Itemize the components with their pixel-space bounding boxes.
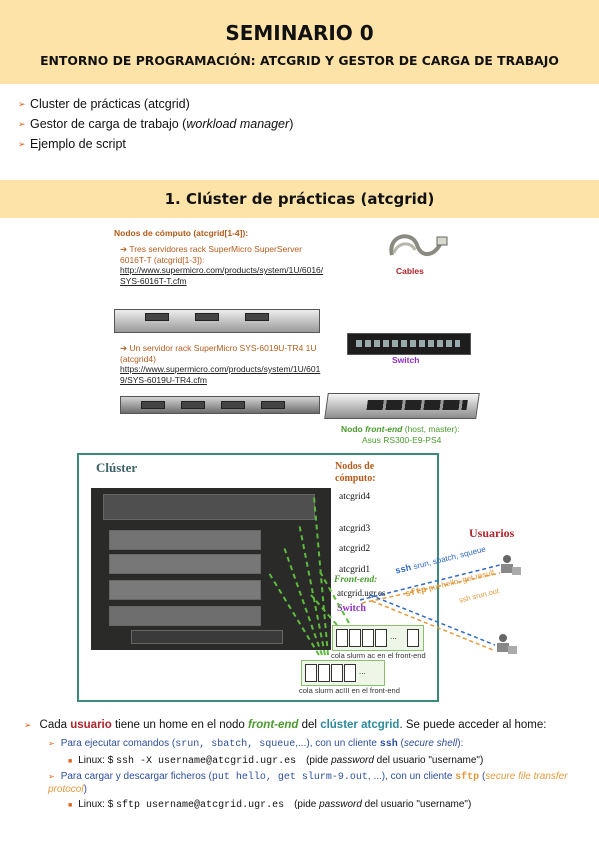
arrow-bullet-icon: ➢ xyxy=(48,772,55,781)
sftp-usage-line: ➢Para cargar y descargar ficheros (put h… xyxy=(48,771,568,795)
server-6016t-image xyxy=(114,309,320,333)
server2-link[interactable]: https://www.supermicro.com/products/syst… xyxy=(120,364,321,385)
rack-photo xyxy=(91,488,331,650)
switch-image xyxy=(347,333,471,355)
arrow-bullet-icon: ➢ xyxy=(48,739,55,748)
agenda-item: ➢ Gestor de carga de trabajo (workload m… xyxy=(18,117,294,131)
node-atcgrid1: atcgrid1 xyxy=(339,565,371,575)
connection-lines xyxy=(360,564,501,651)
arrow-bullet-icon: ➢ xyxy=(18,139,26,149)
header-band xyxy=(0,0,599,84)
queue-ac-cells: ... xyxy=(332,625,424,651)
page-subtitle: ENTORNO DE PROGRAMACIÓN: ATCGRID Y GESTO… xyxy=(40,53,559,68)
section-band xyxy=(0,180,599,218)
ssh-usage-line: ➢Para ejecutar comandos (srun, sbatch, s… xyxy=(48,738,464,750)
section-title: 1. Clúster de prácticas (atcgrid) xyxy=(164,190,435,208)
node-atcgrid3: atcgrid3 xyxy=(339,524,371,534)
diagram-title: Clúster xyxy=(96,460,138,475)
arrow-bullet-icon: ➢ xyxy=(24,720,32,730)
frontend-server-image xyxy=(324,393,480,419)
queue-aciii-cells: ... xyxy=(301,660,385,686)
server1-link[interactable]: http://www.supermicro.com/products/syste… xyxy=(120,265,324,286)
sftp-linux-line: ■Linux: $ sftp username@atcgrid.ugr.es(p… xyxy=(68,799,472,811)
server1-desc: ➔ Tres servidores rack SuperMicro SuperS… xyxy=(120,244,324,286)
server2-desc: ➔ Un servidor rack SuperMicro SYS-6019U-… xyxy=(120,343,325,385)
ssh-linux-line: ■Linux: $ ssh -X username@atcgrid.ugr.es… xyxy=(68,755,484,767)
square-bullet-icon: ■ xyxy=(68,758,73,765)
arrow-bullet-icon: ➢ xyxy=(18,99,26,109)
home-access-line: ➢Cada usuario tiene un home en el nodo f… xyxy=(24,719,547,731)
cables-image xyxy=(389,234,448,256)
queue-aciii-label: cola slurm acIII en el front-end xyxy=(299,686,400,695)
agenda-item: ➢ Cluster de prácticas (atcgrid) xyxy=(18,97,190,111)
user-bottom-icon xyxy=(497,634,517,654)
frontend-label: Front-end: xyxy=(334,575,378,585)
frontend-caption: Nodo front-end (host, master): xyxy=(341,424,460,434)
server-6019u-image xyxy=(120,396,320,414)
nodes-label: Nodos de cómputo: xyxy=(335,461,376,484)
cables-label: Cables xyxy=(396,266,424,276)
diagram-switch-label: Switch xyxy=(337,603,366,614)
frontend-model: Asus RS300-E9-PS4 xyxy=(362,435,442,445)
agenda-list: ➢ Cluster de prácticas (atcgrid) ➢ Gesto… xyxy=(18,97,293,157)
arrow-bullet-icon: ➢ xyxy=(18,119,26,129)
agenda-item: ➢ Ejemplo de script xyxy=(18,137,126,151)
frontend-host: atcgrid.ugr.es xyxy=(337,588,386,598)
node-atcgrid4: atcgrid4 xyxy=(339,492,371,502)
user-top-icon xyxy=(501,555,521,575)
users-label: Usuarios xyxy=(469,526,515,540)
page-title: SEMINARIO 0 xyxy=(225,21,374,45)
queue-ac-label: cola slurm ac en el front-end xyxy=(331,651,426,660)
switch-label: Switch xyxy=(392,355,420,365)
nodes-title: Nodos de cómputo (atcgrid[1-4]): xyxy=(114,228,249,238)
node-atcgrid2: atcgrid2 xyxy=(339,544,371,554)
square-bullet-icon: ■ xyxy=(68,802,73,809)
